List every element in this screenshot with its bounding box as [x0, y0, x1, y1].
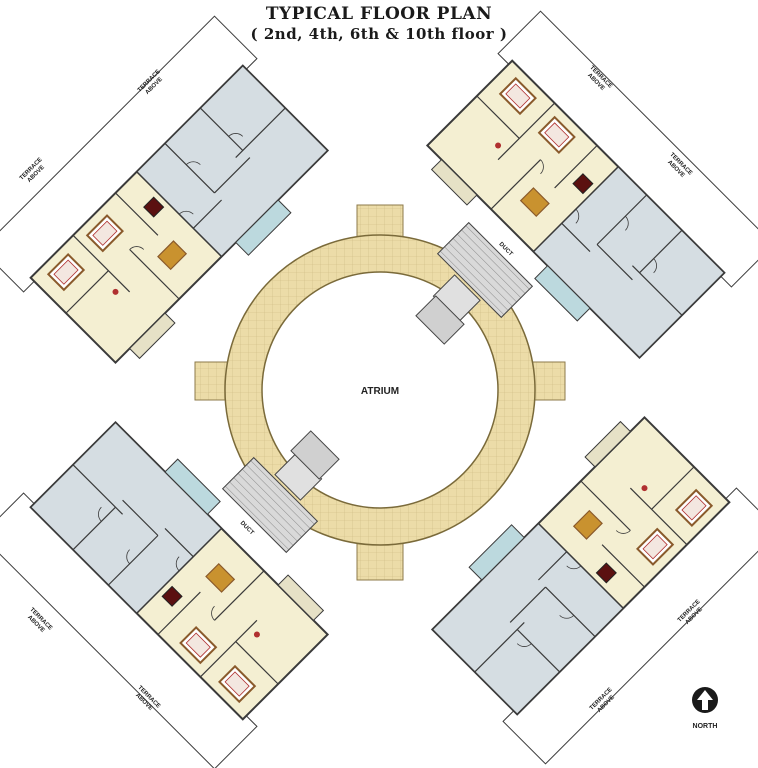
north-arrow: NORTH: [692, 687, 718, 730]
stair-core-sw: DUCT: [221, 452, 323, 554]
plan-subtitle: ( 2nd, 4th, 6th & 10th floor ): [250, 25, 508, 43]
duct-label-sw: DUCT: [239, 520, 255, 536]
atrium-label: ATRIUM: [361, 386, 399, 397]
lift-core-ne: [415, 295, 465, 345]
lift-core-sw: [290, 430, 340, 480]
wing-se: [430, 415, 758, 765]
wing-ne: [425, 10, 758, 360]
plan-title: TYPICAL FLOOR PLAN: [265, 4, 493, 24]
stair-cores: DUCT DUCT: [221, 221, 534, 554]
residential-wings: [0, 10, 758, 768]
north-label: NORTH: [693, 723, 718, 730]
wing-sw: [0, 420, 330, 768]
wing-nw: [0, 15, 330, 365]
